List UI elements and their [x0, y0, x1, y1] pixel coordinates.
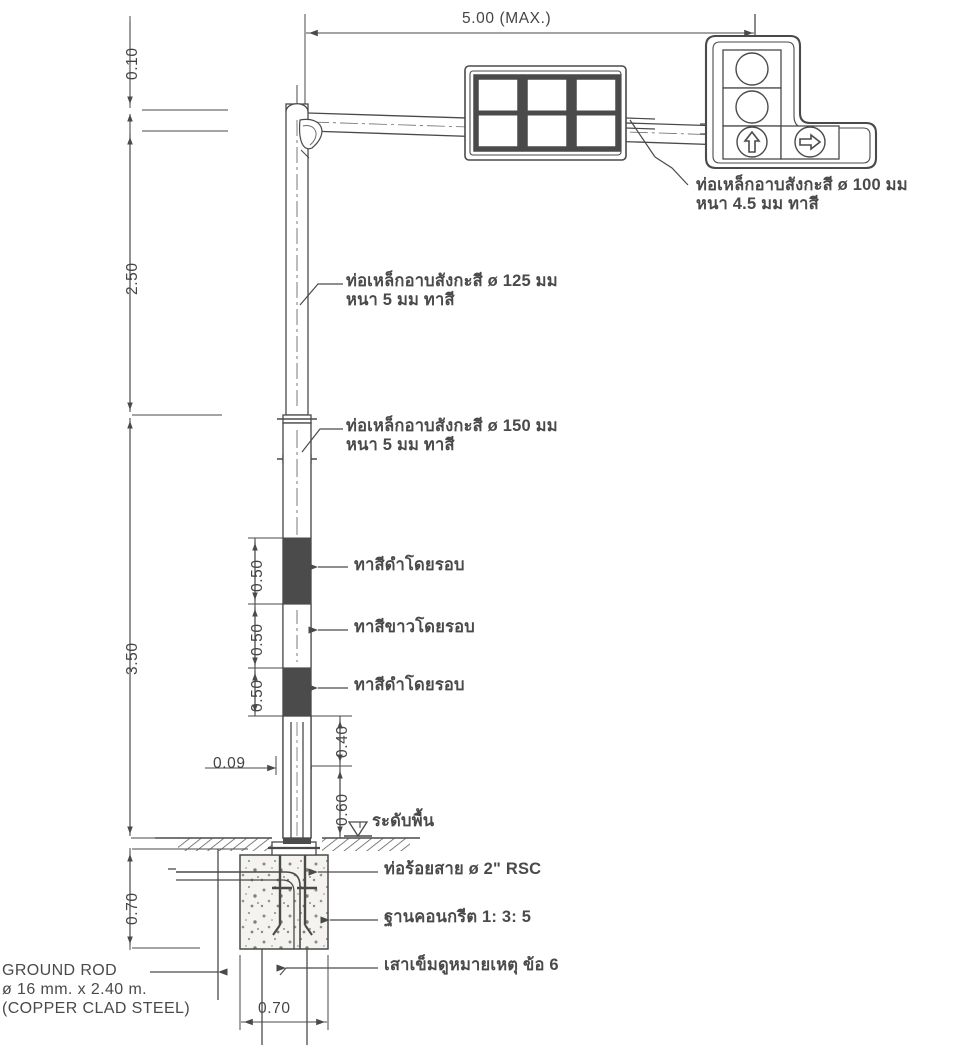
dim-seg-040: 0.40 [334, 725, 351, 758]
note-pole-pipe-line1: ท่อเหล็กอาบสังกะสี ø 150 มม [346, 417, 558, 435]
dim-band-white: 0.50 [249, 623, 266, 656]
note-band-black-upper: ทาสีดำโดยรอบ [354, 556, 465, 574]
note-band-white: ทาสีขาวโดยรอบ [354, 618, 475, 636]
dim-arm-reach: 5.00 (MAX.) [462, 10, 552, 27]
note-ground-level: ระดับพื้น [372, 812, 435, 830]
dim-arm-drop: 0.10 [124, 47, 141, 80]
dim-lower-pole: 3.50 [124, 642, 141, 675]
note-ground-rod-line1: GROUND ROD [2, 962, 118, 979]
note-signal-head-pipe-line1: ท่อเหล็กอาบสังกะสี ø 100 มม [696, 176, 908, 194]
note-signal-head-pipe-line2: หนา 4.5 มม ทาสี [696, 195, 819, 214]
note-conduit: ท่อร้อยสาย ø 2" RSC [384, 860, 542, 878]
dim-seg-060: 0.60 [334, 793, 351, 826]
note-concrete-base: ฐานคอนกรีต 1: 3: 5 [384, 908, 532, 926]
note-pole-pipe: ท่อเหล็กอาบสังกะสี ø 150 มม หนา 5 มม ทาส… [346, 417, 558, 456]
note-band-black-lower: ทาสีดำโดยรอบ [354, 676, 465, 694]
dim-band-black-lower: 0.50 [249, 679, 266, 712]
note-arm-pipe-line1: ท่อเหล็กอาบสังกะสี ø 125 มม [346, 272, 558, 290]
note-signal-head-pipe: ท่อเหล็กอาบสังกะสี ø 100 มม หนา 4.5 มม ท… [696, 176, 908, 215]
dim-footing-depth: 0.70 [124, 892, 141, 925]
dim-band-black-upper: 0.50 [249, 559, 266, 592]
note-pole-pipe-line2: หนา 5 มม ทาสี [346, 436, 455, 455]
dim-offset-009: 0.09 [213, 755, 246, 772]
note-arm-pipe-line2: หนา 5 มม ทาสี [346, 291, 455, 310]
note-arm-pipe: ท่อเหล็กอาบสังกะสี ø 125 มม หนา 5 มม ทาส… [346, 272, 558, 311]
note-ground-rod: GROUND ROD ø 16 mm. x 2.40 m. (COPPER CL… [2, 962, 190, 1019]
dim-footing-width: 0.70 [258, 1000, 291, 1017]
note-pile: เสาเข็มดูหมายเหตุ ข้อ 6 [384, 956, 559, 974]
dim-upper-pole: 2.50 [124, 262, 141, 295]
note-ground-rod-line2: ø 16 mm. x 2.40 m. [2, 980, 148, 998]
note-ground-rod-line3: (COPPER CLAD STEEL) [2, 999, 191, 1017]
